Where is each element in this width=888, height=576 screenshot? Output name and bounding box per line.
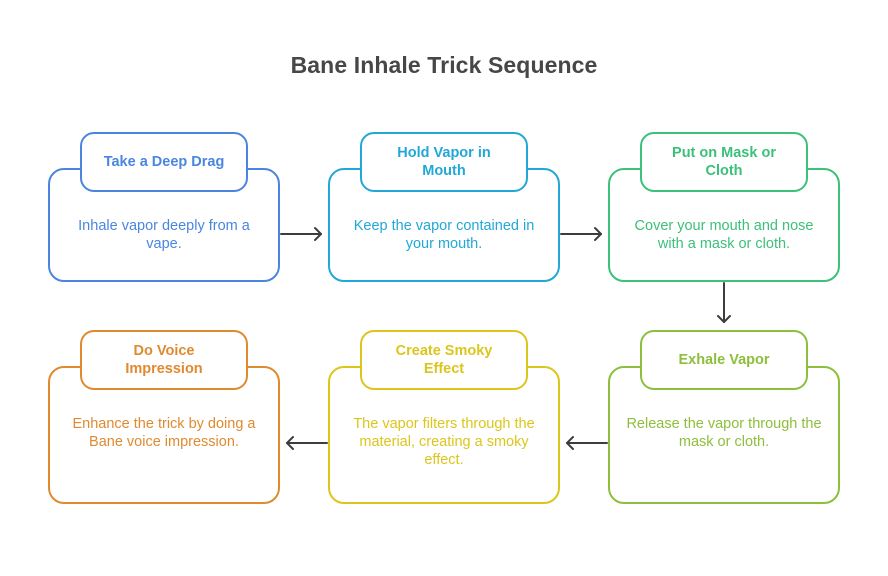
step-title-voice-impression: Do Voice Impression: [80, 330, 248, 390]
diagram-title: Bane Inhale Trick Sequence: [290, 52, 598, 78]
step-title-exhale-vapor: Exhale Vapor: [640, 330, 808, 390]
step-description: Release the vapor through the mask or cl…: [626, 416, 822, 450]
arrow-step3-to-step4: [717, 282, 731, 323]
step-title-create-smoky-effect: Create Smoky Effect: [360, 330, 528, 390]
step-description: Keep the vapor contained in your mouth.: [353, 218, 535, 252]
step-description: Cover your mouth and nose with a mask or…: [634, 218, 814, 252]
step-description: Inhale vapor deeply from a vape.: [78, 218, 250, 252]
arrow-step2-to-step3: [560, 227, 602, 241]
step-title-hold-vapor: Hold Vapor in Mouth: [360, 132, 528, 192]
step-title-take-deep-drag: Take a Deep Drag: [80, 132, 248, 192]
step-description: The vapor filters through the material, …: [353, 416, 535, 468]
step-description: Enhance the trick by doing a Bane voice …: [72, 416, 256, 450]
arrow-step4-to-step5: [566, 436, 608, 450]
arrow-step1-to-step2: [280, 227, 322, 241]
step-title-put-on-mask: Put on Mask or Cloth: [640, 132, 808, 192]
arrow-step5-to-step6: [286, 436, 328, 450]
